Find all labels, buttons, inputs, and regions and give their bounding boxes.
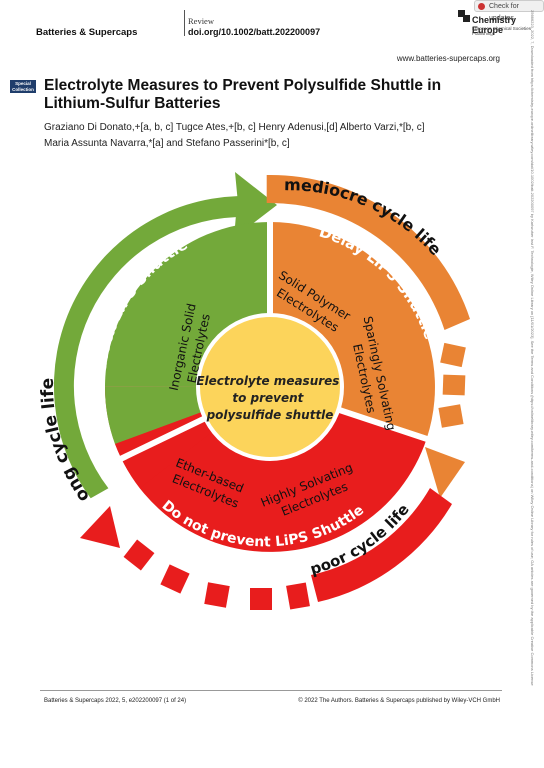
orange-dash-1 — [440, 342, 466, 368]
doi-link[interactable]: doi.org/10.1002/batt.202200097 — [188, 27, 321, 37]
center-circle — [196, 313, 344, 461]
long-cycle-life-arrow — [53, 172, 277, 499]
website-link[interactable]: www.batteries-supercaps.org — [396, 54, 500, 63]
red-dash-3 — [204, 582, 230, 608]
red-dash-5 — [123, 539, 155, 571]
authors-line-2: Maria Assunta Navarra,*[a] and Stefano P… — [44, 138, 290, 149]
publisher-name: Chemistry Europe — [472, 15, 517, 35]
citation-footer: Batteries & Supercaps 2022, 5, e20220009… — [44, 698, 187, 704]
chemistry-europe-logo-icon — [458, 10, 470, 22]
article-title: Electrolyte Measures to Prevent Polysulf… — [44, 77, 442, 112]
check-for-updates-button[interactable]: Check for updates — [474, 0, 544, 22]
authors-line-1: Graziano Di Donato,+[a, b, c] Tugce Ates… — [44, 122, 425, 133]
red-dash-4 — [160, 564, 190, 594]
center-label: Electrolyte measures to prevent polysulf… — [196, 374, 343, 422]
red-dash-2 — [250, 588, 272, 610]
orange-arrow-head — [425, 447, 465, 498]
journal-name: Batteries & Supercaps — [36, 27, 138, 38]
red-dash-1 — [286, 582, 310, 610]
publisher-subtitle: European Chemical Societies Publishing — [472, 26, 532, 36]
copyright-footer: © 2022 The Authors. Batteries & Supercap… — [298, 698, 500, 704]
footer-divider — [40, 690, 502, 691]
article-type: Review — [188, 16, 214, 26]
special-collection-badge: Special Collection — [10, 80, 36, 93]
mediocre-cycle-life-arrow — [266, 174, 470, 330]
header-divider — [184, 10, 185, 36]
poor-cycle-life-arrow — [311, 488, 452, 602]
update-icon — [478, 3, 485, 10]
orange-dash-3 — [438, 404, 464, 428]
author-list: Graziano Di Donato,+[a, b, c] Tugce Ates… — [44, 120, 484, 152]
download-sidebar: 25666223, 2022, 7, Downloaded from https… — [530, 10, 535, 686]
orange-dash-2 — [442, 374, 466, 396]
red-arrow-head — [80, 506, 120, 548]
graphical-abstract: Electrolyte measures to prevent polysulf… — [40, 160, 470, 610]
